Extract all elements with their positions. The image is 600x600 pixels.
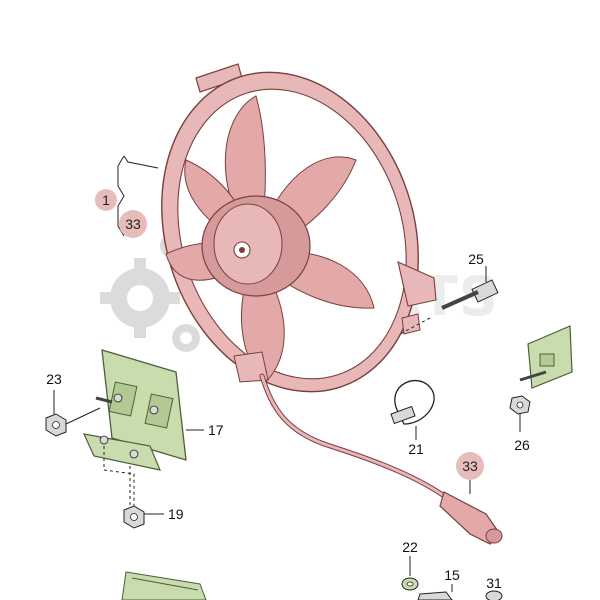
callout-33b: 33 [462, 458, 478, 474]
nut-26 [509, 395, 531, 415]
mounting-bracket [82, 349, 187, 471]
callout-23: 23 [46, 371, 62, 387]
callout-1-highlight [95, 189, 117, 211]
callout-26: 26 [514, 437, 530, 453]
part-15-partial [417, 591, 453, 600]
fan-lower-mount [233, 351, 269, 383]
fan-hub-shaft [239, 247, 245, 253]
callout-31: 31 [486, 575, 502, 591]
cable-tie [390, 379, 435, 425]
callout-33b-highlight [456, 452, 484, 480]
washer-22 [401, 577, 419, 591]
callout-33a: 33 [125, 216, 141, 232]
part-31-partial [485, 590, 503, 600]
fan-side-clip [401, 313, 421, 335]
callout-17: 17 [208, 422, 224, 438]
leader-lines [53, 155, 521, 592]
radiator-fan-assembly [161, 63, 503, 545]
callout-19: 19 [168, 506, 184, 522]
callout-25: 25 [468, 251, 484, 267]
fan-control-unit [519, 325, 573, 389]
callout-15: 15 [444, 567, 460, 583]
callout-33a-highlight [119, 210, 147, 238]
nut-23 [45, 413, 67, 437]
fan-cable-connector [439, 491, 501, 545]
radiator-partial [121, 571, 207, 600]
callout-1: 1 [102, 192, 110, 208]
fan-rear-bracket [397, 261, 437, 307]
callout-21: 21 [408, 441, 424, 457]
callout-22: 22 [402, 539, 418, 555]
bolt-25 [441, 279, 499, 310]
nut-19 [123, 505, 145, 529]
